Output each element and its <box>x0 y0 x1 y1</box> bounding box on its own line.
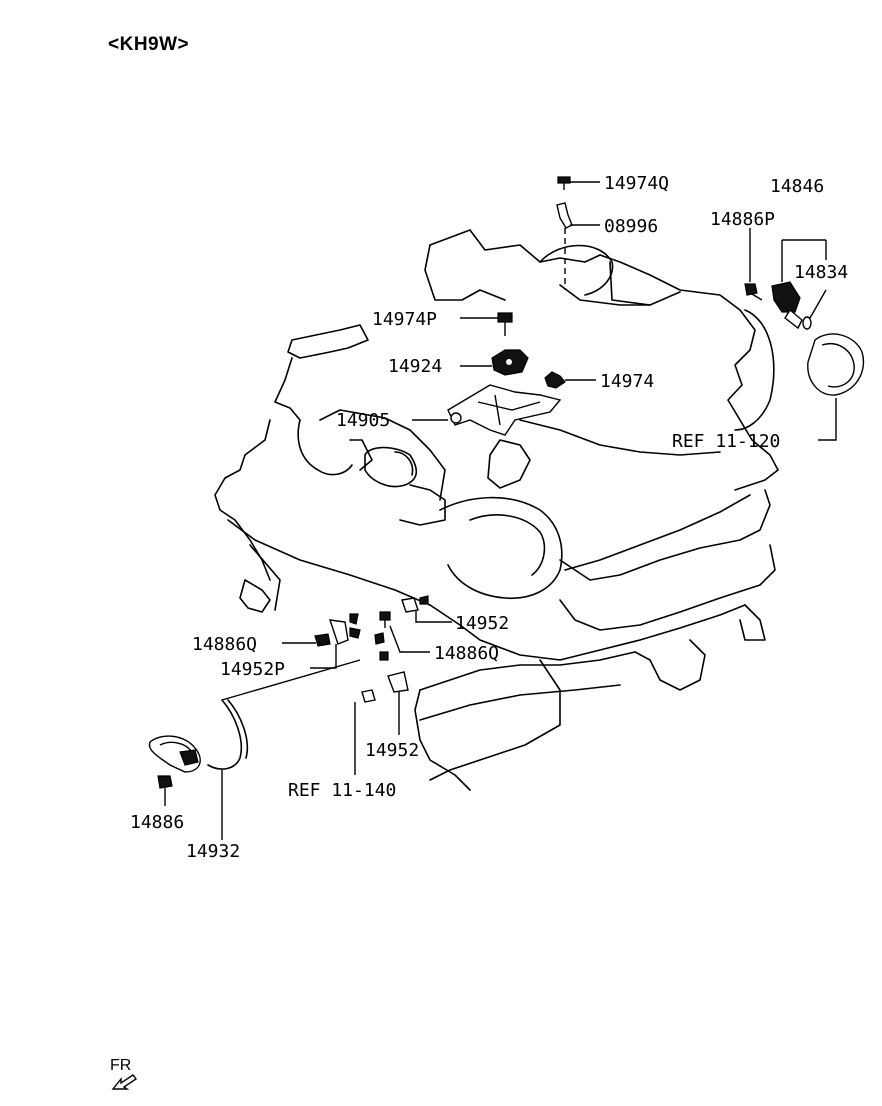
harness-14932 <box>148 659 361 773</box>
callout-14932: 14932 <box>186 841 240 862</box>
callout-14952-bottom: 14952 <box>365 740 419 761</box>
callout-14974: 14974 <box>600 371 654 392</box>
callout-08996: 08996 <box>604 216 658 237</box>
hook-08996 <box>556 202 573 229</box>
front-direction-arrow-icon <box>111 1074 138 1090</box>
bolt-14974P <box>497 312 513 336</box>
callout-14886: 14886 <box>130 812 184 833</box>
callout-14974P: 14974P <box>372 309 437 330</box>
bracket-14924 <box>491 349 529 376</box>
callout-14974Q: 14974Q <box>604 173 669 194</box>
screw-ref-11-140 <box>361 689 376 703</box>
front-direction-label: FR <box>110 1057 131 1074</box>
bracket-14905 <box>447 384 562 436</box>
sensor-14846 <box>771 281 803 330</box>
oring-14834 <box>802 316 812 330</box>
callout-14834: 14834 <box>794 262 848 283</box>
model-code-title: <KH9W> <box>108 34 190 55</box>
callout-14924: 14924 <box>388 356 442 377</box>
clip-14952-top <box>401 595 429 613</box>
callout-14905: 14905 <box>336 410 390 431</box>
bolt-14886Q-right <box>374 611 391 645</box>
engine-outline <box>214 229 779 791</box>
callout-14952-top: 14952 <box>455 613 509 634</box>
callout-14846: 14846 <box>770 176 824 197</box>
callout-ref-11-140: REF 11-140 <box>288 780 396 801</box>
callout-14886P: 14886P <box>710 209 775 230</box>
bolt-14886Q-left <box>314 613 361 647</box>
bolt-14886 <box>157 775 173 806</box>
throttle-body-ref-11-120 <box>807 333 865 396</box>
clip-14952-bottom <box>379 651 409 693</box>
front-direction-marker: FR <box>110 1057 138 1090</box>
callout-14886Q-right: 14886Q <box>434 643 499 664</box>
callout-ref-11-120: REF 11-120 <box>672 431 780 452</box>
callout-labels: 14974Q 08996 14886P 14846 14834 14974P 1… <box>130 173 848 862</box>
callout-14952P: 14952P <box>220 659 285 680</box>
bolt-14974Q <box>557 176 571 190</box>
bolt-14974 <box>544 371 566 389</box>
bolt-14886P <box>744 283 763 301</box>
callout-14886Q-left: 14886Q <box>192 634 257 655</box>
parts <box>148 176 865 806</box>
leader-lines <box>221 181 837 840</box>
